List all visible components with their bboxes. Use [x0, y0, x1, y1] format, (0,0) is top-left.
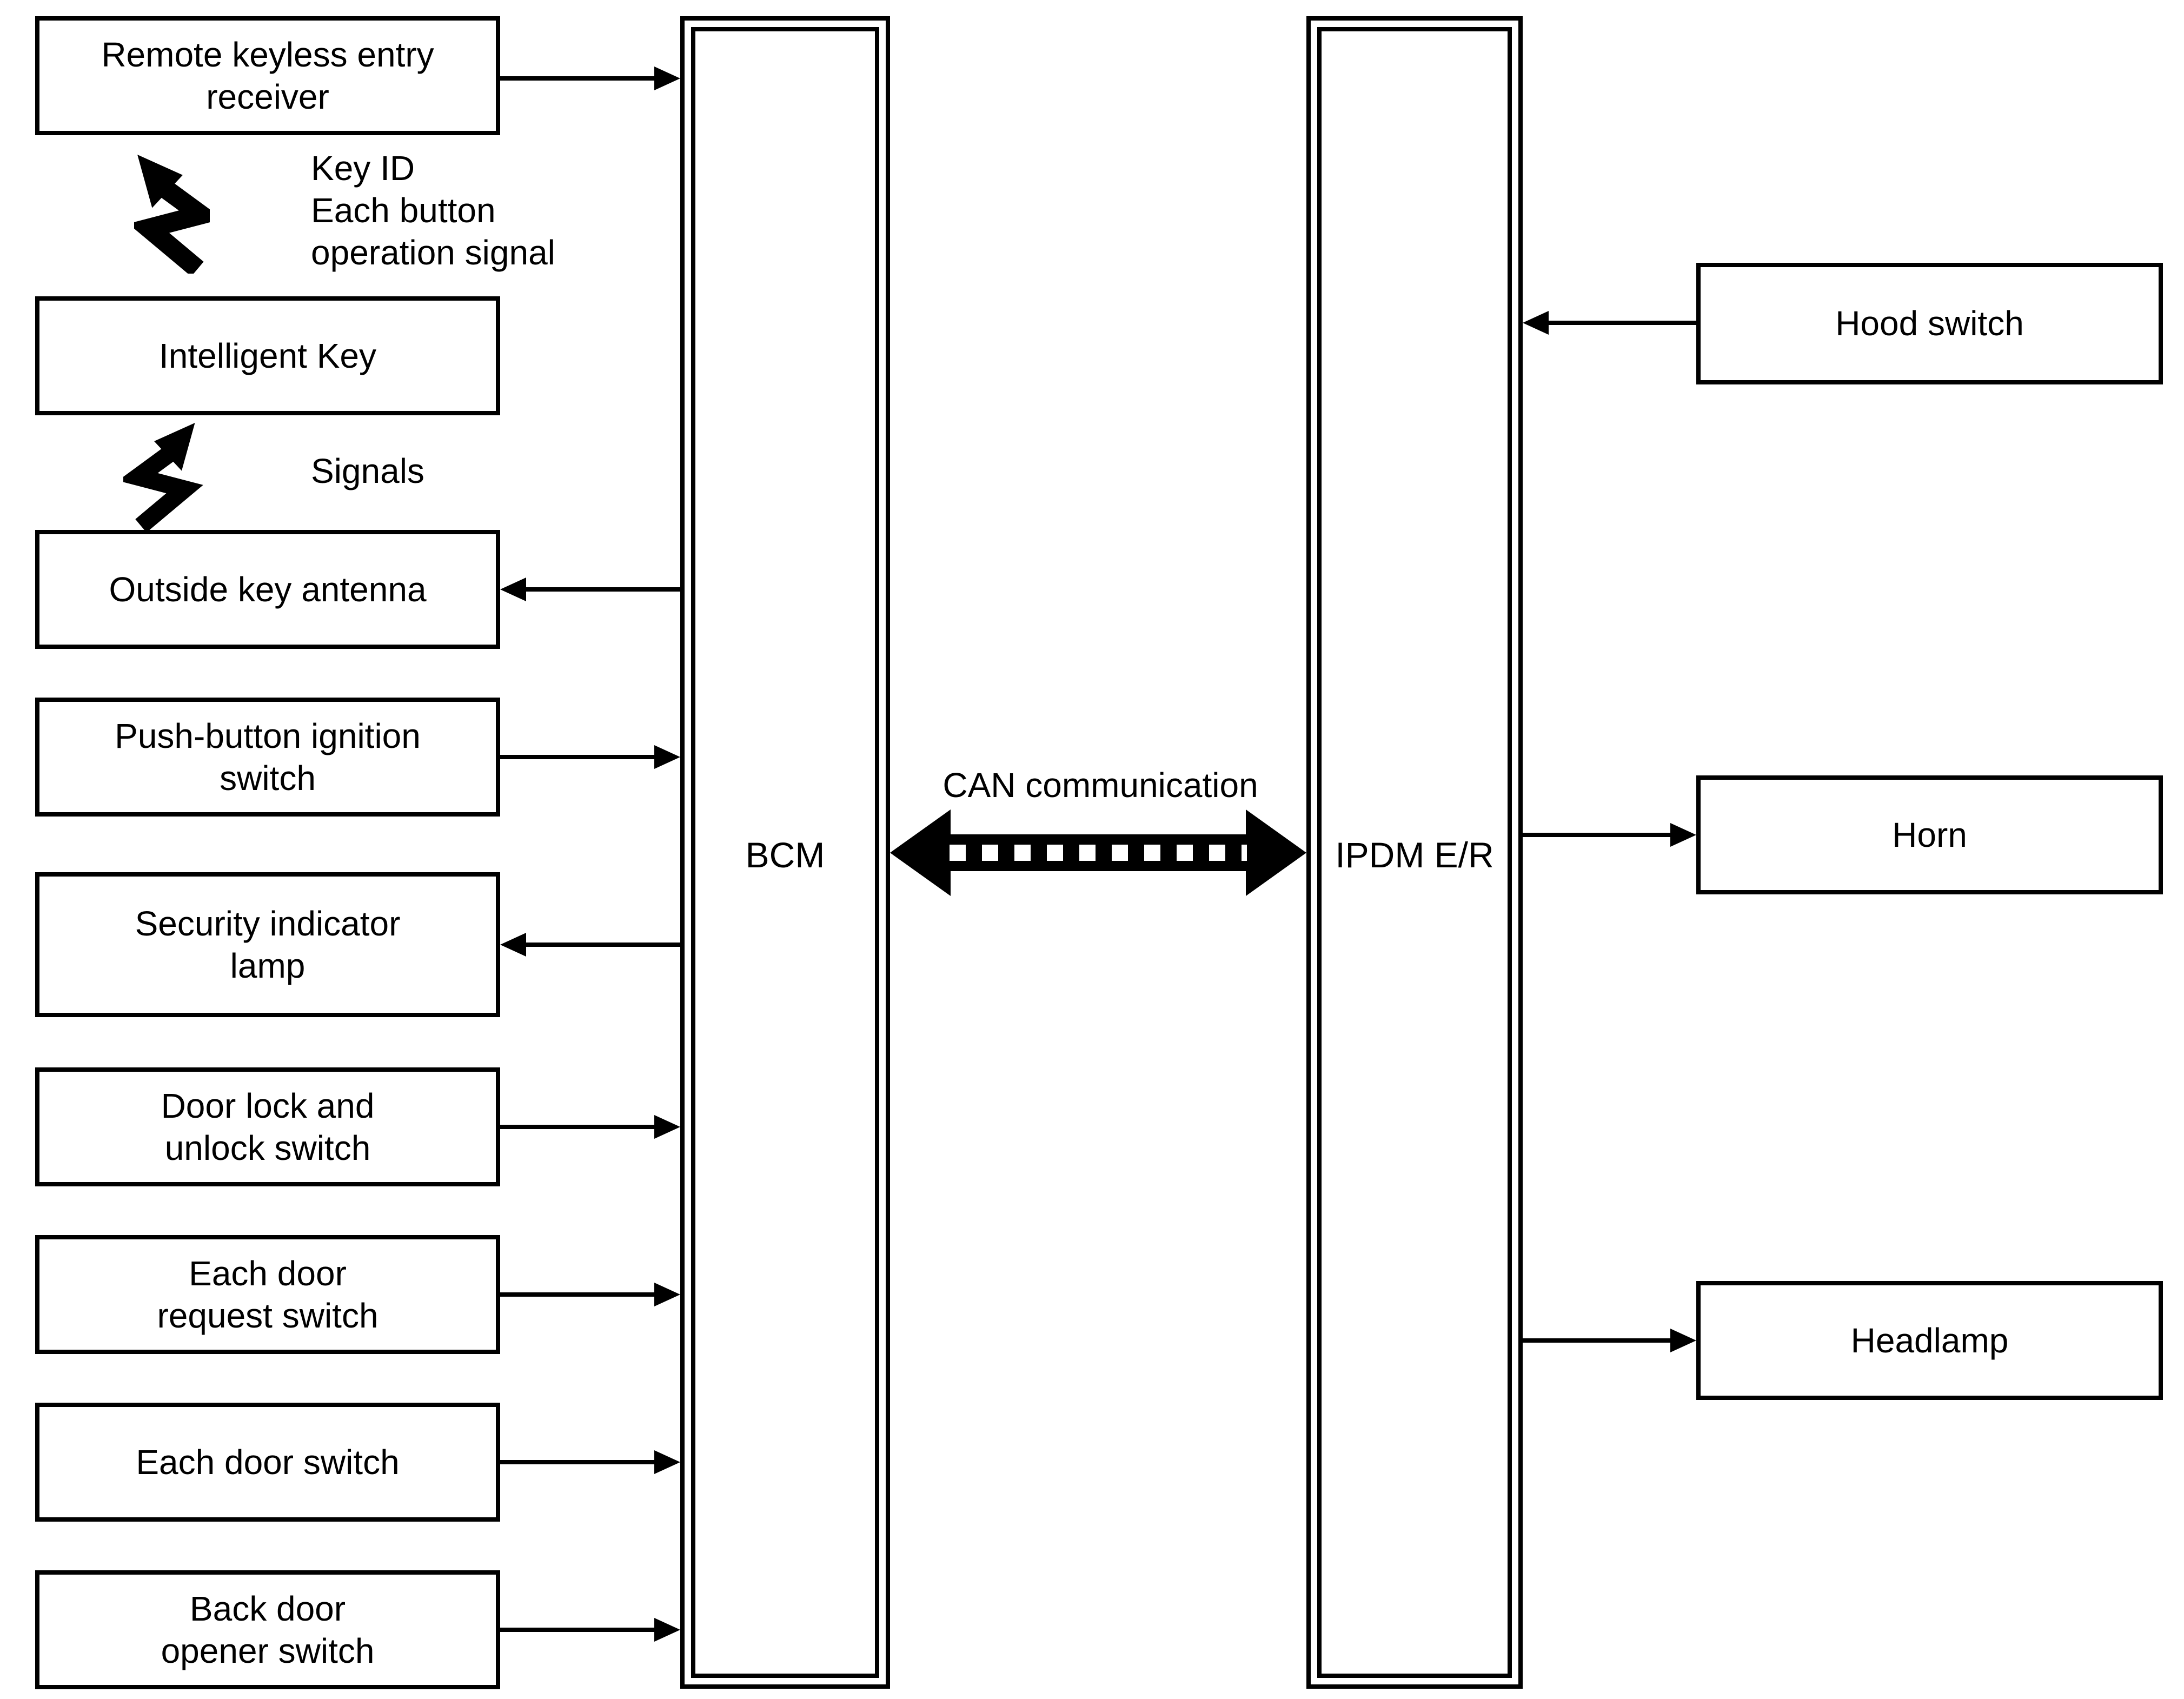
arrow-bcm-to-security-indicator-lamp — [500, 933, 680, 957]
module-bcm-inner-border — [691, 27, 879, 1678]
node-back-door-opener-switch: Back door opener switch — [35, 1570, 500, 1689]
can-communication-label: CAN communication — [942, 766, 1258, 805]
can-arrow-stripes — [950, 845, 1247, 861]
signals-label: Signals — [311, 452, 424, 490]
arrow-door-lock-unlock-to-bcm — [500, 1115, 680, 1139]
can-communication-arrow — [890, 809, 1306, 896]
module-bcm: BCM — [680, 16, 890, 1689]
node-headlamp: Headlamp — [1696, 1281, 2163, 1400]
node-remote-keyless-entry-receiver: Remote keyless entry receiver — [35, 16, 500, 135]
arrow-hood-switch-to-ipdm — [1523, 311, 1696, 335]
module-bcm-label: BCM — [745, 835, 825, 875]
module-ipdm-er-inner-border — [1317, 27, 1512, 1678]
node-hood-switch: Hood switch — [1696, 263, 2163, 384]
arrow-each-door-switch-to-bcm — [500, 1450, 680, 1474]
module-ipdm-er-label: IPDM E/R — [1335, 835, 1494, 875]
arrow-push-button-ignition-to-bcm — [500, 745, 680, 769]
arrow-each-door-request-to-bcm — [500, 1283, 680, 1306]
node-intelligent-key: Intelligent Key — [35, 296, 500, 415]
arrow-rke-receiver-to-bcm — [500, 67, 680, 90]
can-arrowhead-right — [1246, 809, 1306, 896]
node-door-lock-and-unlock-switch: Door lock and unlock switch — [35, 1067, 500, 1186]
key-id-signal-label: Key ID Each button operation signal — [311, 149, 555, 272]
arrow-bcm-to-outside-key-antenna — [500, 578, 680, 601]
node-security-indicator-lamp: Security indicator lamp — [35, 872, 500, 1017]
lightning-bolt-icon — [123, 423, 204, 530]
arrow-ipdm-to-horn — [1523, 823, 1696, 847]
module-ipdm-er: IPDM E/R — [1306, 16, 1523, 1689]
node-each-door-request-switch: Each door request switch — [35, 1235, 500, 1354]
can-arrow-body — [946, 834, 1250, 871]
node-horn: Horn — [1696, 775, 2163, 894]
arrow-ipdm-to-headlamp — [1523, 1329, 1696, 1352]
node-push-button-ignition-switch: Push-button ignition switch — [35, 698, 500, 817]
node-outside-key-antenna: Outside key antenna — [35, 530, 500, 649]
lightning-bolt-icon — [134, 155, 210, 274]
can-arrowhead-left — [890, 809, 951, 896]
arrow-back-door-opener-to-bcm — [500, 1618, 680, 1642]
node-each-door-switch: Each door switch — [35, 1403, 500, 1522]
